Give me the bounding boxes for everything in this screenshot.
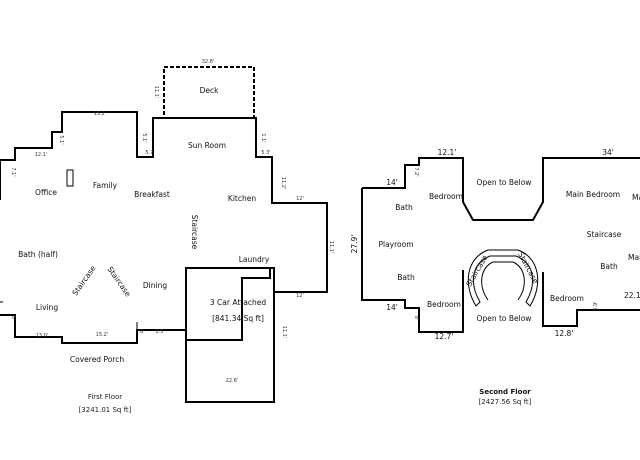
label-bath-right: Bath [600,262,618,271]
dim-left-side: 7.1' [10,167,16,176]
label-open-above-bottom: Open to Below [477,314,532,323]
dim-bottom-notch: 1.6' [135,329,144,335]
label-main-bedroom-cut: Ma [632,193,640,202]
staircase-arc-outer [467,249,539,307]
label-bedroom-bottom-left: Bedroom [427,300,461,309]
label-staircase-right: Staircase [587,230,622,239]
first-floor-caption: First Floor [88,393,122,401]
dim-sf-step: 7.2' [413,167,419,176]
label-main-bedroom: Main Bedroom [566,190,620,199]
label-garage-area: [841.34 Sq ft] [212,314,264,323]
label-living: Living [36,303,59,312]
label-staircase-center: Staircase [190,215,199,250]
dim-sun-left-v: 5.1' [141,133,147,142]
first-floor-area: [3241.01 Sq ft] [79,406,132,414]
dim-sun-left-h: 5.7' [145,150,154,156]
fireplace [66,169,74,187]
label-bath-half: Bath (half) [18,250,58,259]
dim-laundry-h: 12' [296,293,304,299]
dim-sf-bottom-right-v: 6.9' [593,301,599,310]
dim-sun-right-v: 1.1' [260,133,266,142]
label-bath-bottom-left: Bath [397,273,415,282]
dim-bottom-left: 13.0' [36,333,49,339]
label-sun-room: Sun Room [188,141,226,150]
dim-deck-side: 11.1' [153,86,159,99]
label-office: Office [35,188,57,197]
deck-outline [163,66,255,119]
label-deck: Deck [200,86,220,95]
label-family: Family [93,181,118,190]
garage-outline [185,267,275,403]
dim-sf-top-right: 34' [602,148,614,157]
label-bedroom-top-left: Bedroom [429,192,463,201]
dim-kitchen-v: 11.2' [280,177,286,190]
second-floor-area: [2427.56 Sq ft] [479,398,532,406]
label-staircase-right: Staircase [105,265,132,299]
label-laundry: Laundry [239,255,270,264]
label-staircase-a: Staircase [464,253,489,288]
label-kitchen: Kitchen [228,194,256,203]
dim-sf-left-top: 14' [386,178,398,187]
dim-right-top: 12' [296,196,304,202]
second-floor-plan: Open to Below Open to Below Bedroom Bedr… [350,148,640,406]
dim-sf-bottom-right: 12.8' [555,329,574,338]
label-dining: Dining [143,281,167,290]
dim-sf-right-cut: 22.1 [624,291,640,300]
staircase-arc-inner [481,261,525,301]
dim-sf-top-left: 12.1' [438,148,457,157]
label-breakfast: Breakfast [134,190,170,199]
dim-sf-bottom-left-v: 8' [413,316,419,321]
dim-sun-right-h: 5.3' [261,150,270,156]
dim-left-notch: 5.1' [58,135,64,144]
dim-right-side: 11.1' [328,241,334,254]
label-bedroom-bottom-right: Bedroom [550,294,584,303]
label-staircase-left: Staircase [70,264,97,298]
second-floor-outline [361,157,640,333]
label-garage: 3 Car Attached [210,298,266,307]
label-bath-top-left: Bath [395,203,413,212]
label-open-above-top: Open to Below [477,178,532,187]
label-main-cut: Mai [628,253,640,262]
dim-sf-left-side: 27.9' [350,235,359,254]
dim-left-low: 5' [10,316,16,321]
dim-left-top: 12.1' [35,152,48,158]
second-floor-caption: Second Floor [479,388,531,396]
dim-deck-top: 32.8' [202,59,215,65]
dim-garage-side: 11.1' [281,326,287,339]
label-playroom: Playroom [378,240,413,249]
label-covered-porch: Covered Porch [70,355,124,364]
dim-bottom-mid: 15.2' [96,332,109,338]
dim-sf-left-bottom: 14' [386,303,398,312]
dim-sf-bottom-left: 12.7' [435,332,454,341]
dim-top-mid: 15.2' [94,111,107,117]
dim-garage-bottom: 22.6' [226,378,239,384]
first-floor-plan: Deck Sun Room Office Family Breakfast Ki… [0,59,334,414]
dim-bottom-right: 1.5' [155,329,164,335]
